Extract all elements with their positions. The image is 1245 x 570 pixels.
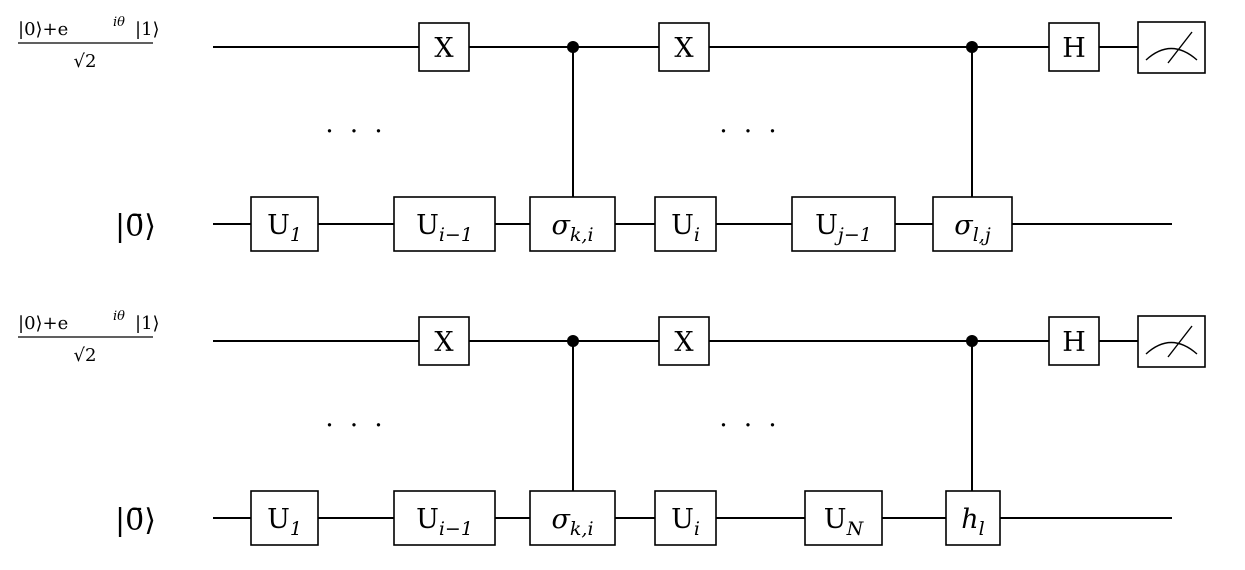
gate-label: H [1062, 327, 1086, 358]
gate-h: H [1048, 316, 1100, 366]
circuit-1: |0⟩+e iθ |1⟩ √2 |0̄⟩ X X H · · · · · · U1 Ui−1 σk,i U… [18, 15, 1206, 252]
gate-box [658, 316, 710, 366]
gate-x: X [418, 22, 470, 72]
gate-label: U1 [267, 210, 302, 246]
gate-box [418, 316, 470, 366]
meter-arc [1145, 341, 1198, 355]
meter-box [1137, 21, 1206, 74]
gate-box [932, 196, 1013, 252]
control-dot [966, 41, 978, 53]
gate-label: U1 [267, 504, 302, 540]
meter-needle [1167, 325, 1193, 358]
meter-box [1137, 315, 1206, 368]
ellipsis: · · · [325, 411, 386, 441]
gate-label: X [434, 327, 454, 358]
gate-box [654, 490, 717, 546]
gate-x: X [658, 22, 710, 72]
gate-box [1048, 22, 1100, 72]
gate-box [529, 196, 616, 252]
gate-label: σk,i [551, 504, 593, 540]
control-dot [966, 335, 978, 347]
gate-1: U1 [250, 196, 319, 252]
gate-label: H [1062, 33, 1086, 64]
top-qubit-input-label: |0⟩+e iθ |1⟩ √2 [18, 15, 160, 72]
gate-label: hl [961, 504, 984, 540]
gate-box [804, 490, 883, 546]
ancilla-input-label: |0̄⟩ [115, 209, 156, 244]
gate-5: UN [804, 490, 883, 546]
gate-x: X [418, 316, 470, 366]
gate-2: Ui−1 [393, 196, 496, 252]
gate-5: Uj−1 [791, 196, 896, 252]
gate-label: Uj−1 [815, 210, 872, 246]
gate-3: σk,i [529, 490, 616, 546]
gate-label: Ui−1 [416, 210, 473, 246]
gate-box [654, 196, 717, 252]
gate-box [791, 196, 896, 252]
gate-4: Ui [654, 196, 717, 252]
meter-arc [1145, 47, 1198, 61]
gate-label: X [674, 33, 694, 64]
gate-label: σk,i [551, 210, 593, 246]
gate-4: Ui [654, 490, 717, 546]
gate-label: Ui [671, 504, 700, 540]
top-qubit-input-label: |0⟩+e iθ |1⟩ √2 [18, 309, 160, 366]
measurement-meter [1137, 315, 1206, 368]
gate-box [1048, 316, 1100, 366]
gate-x: X [658, 316, 710, 366]
control-dot [567, 335, 579, 347]
measurement-meter [1137, 21, 1206, 74]
gate-1: U1 [250, 490, 319, 546]
gate-2: Ui−1 [393, 490, 496, 546]
gate-box [250, 196, 319, 252]
gate-label: Ui−1 [416, 504, 473, 540]
gate-label: σl,j [954, 210, 991, 246]
label-numerator-tail: |1⟩ [135, 313, 160, 334]
label-numerator-tail: |1⟩ [135, 19, 160, 40]
gate-box [418, 22, 470, 72]
meter-needle [1167, 31, 1193, 64]
label-numerator: |0⟩+e [18, 19, 68, 40]
gate-6: hl [945, 490, 1001, 546]
gate-label: UN [824, 504, 865, 540]
gate-box [658, 22, 710, 72]
ellipsis: · · · [719, 117, 780, 147]
ellipsis: · · · [719, 411, 780, 441]
gate-label: Ui [671, 210, 700, 246]
label-exponent: iθ [113, 15, 125, 30]
ancilla-input-label: |0̄⟩ [115, 503, 156, 538]
gate-h: H [1048, 22, 1100, 72]
gate-box [250, 490, 319, 546]
gate-box [393, 196, 496, 252]
label-denominator: √2 [74, 51, 97, 72]
control-dot [567, 41, 579, 53]
gate-label: X [674, 327, 694, 358]
label-exponent: iθ [113, 309, 125, 324]
circuit-2: |0⟩+e iθ |1⟩ √2 |0̄⟩ X X H · · · · · · U1 Ui−1 σk,i U… [18, 309, 1206, 546]
gate-3: σk,i [529, 196, 616, 252]
ellipsis: · · · [325, 117, 386, 147]
gate-box [393, 490, 496, 546]
gate-box [945, 490, 1001, 546]
gate-6: σl,j [932, 196, 1013, 252]
gate-box [529, 490, 616, 546]
gate-label: X [434, 33, 454, 64]
label-numerator: |0⟩+e [18, 313, 68, 334]
label-denominator: √2 [74, 345, 97, 366]
